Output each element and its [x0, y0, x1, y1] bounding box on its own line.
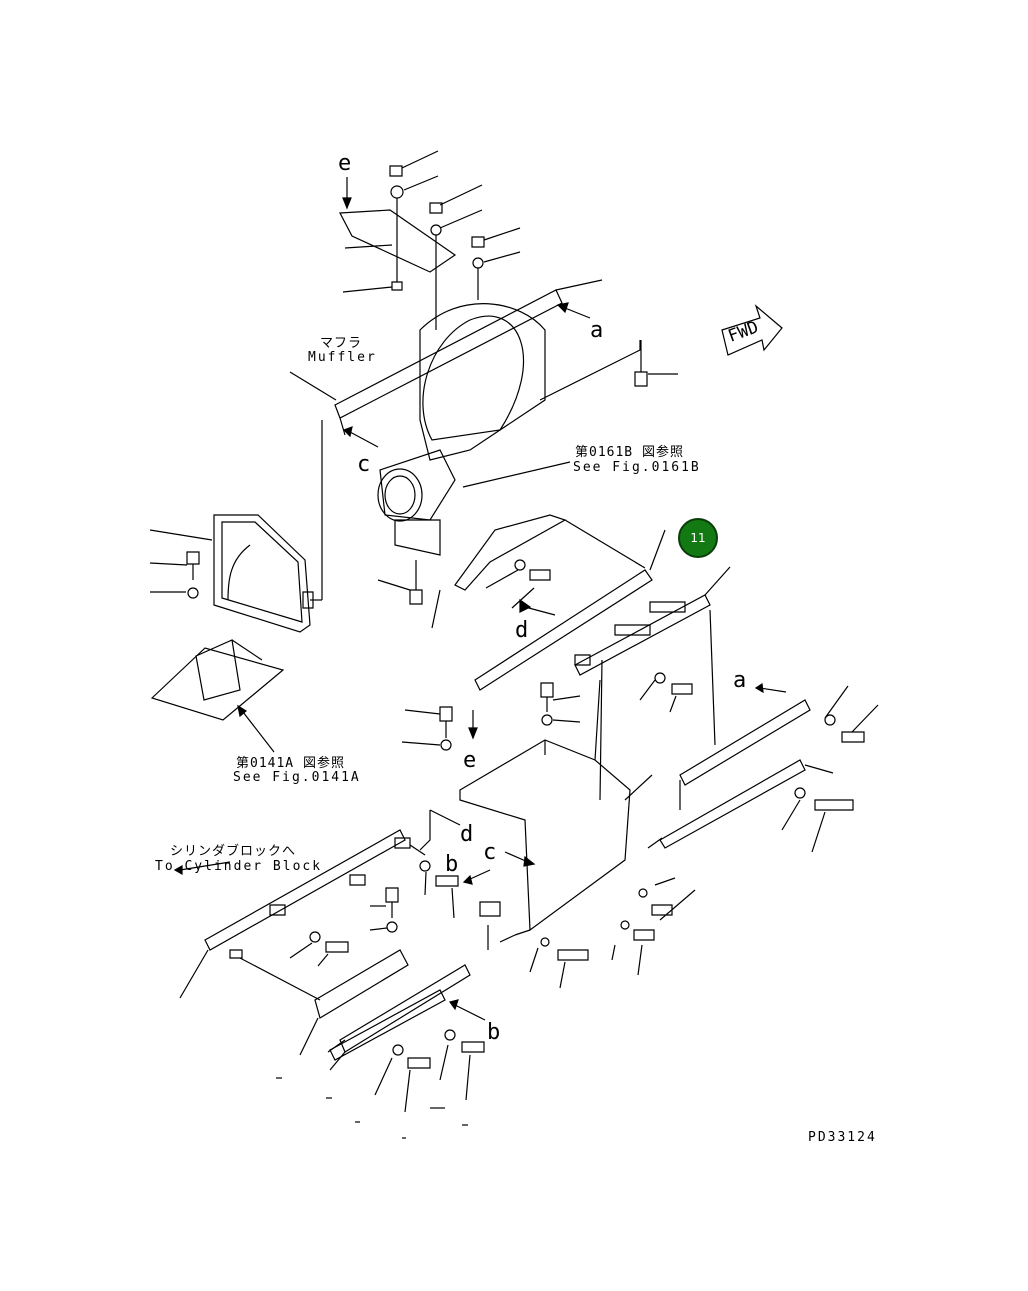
muffler-label-en: Muffler [308, 350, 377, 365]
callout-c-low: c [483, 840, 497, 865]
callout-b-bottom: b [487, 1020, 501, 1045]
drawing-code: PD33124 [808, 1130, 877, 1145]
lower-left-frame [175, 810, 500, 1018]
bottom-bracket [276, 965, 485, 1138]
right-rail [575, 567, 730, 745]
callout-e-top: e [338, 151, 352, 176]
fig0161b-label-en: See Fig.0161B [573, 460, 701, 475]
middle-bracket [432, 515, 665, 690]
fwd-arrow-sign [722, 306, 782, 355]
cylinder-block-label-en: To Cylinder Block [155, 859, 323, 874]
fig0141a-label-en: See Fig.0141A [233, 770, 361, 785]
muffler-label-jp: マフラ [320, 336, 363, 351]
callout-a-right: a [733, 668, 747, 693]
muffler-assembly [290, 151, 678, 604]
callout-a-top: a [590, 318, 604, 343]
fig0141a-label-jp: 第0141A 図参照 [236, 756, 345, 771]
part-hotspot-badge[interactable]: 11 [678, 518, 718, 558]
badge-number: 11 [690, 531, 706, 545]
callout-c-top: c [357, 452, 371, 477]
cylinder-block-label-jp: シリンダブロックへ [170, 844, 297, 859]
callout-b-low: b [445, 852, 459, 877]
callout-e-mid: e [463, 748, 477, 773]
callout-d-mid: d [515, 618, 529, 643]
right-long-rail [648, 684, 878, 852]
callout-d-low: d [460, 822, 474, 847]
center-frame [402, 660, 695, 988]
left-frame [150, 420, 322, 752]
fig0161b-label-jp: 第0161B 図参照 [575, 445, 684, 460]
